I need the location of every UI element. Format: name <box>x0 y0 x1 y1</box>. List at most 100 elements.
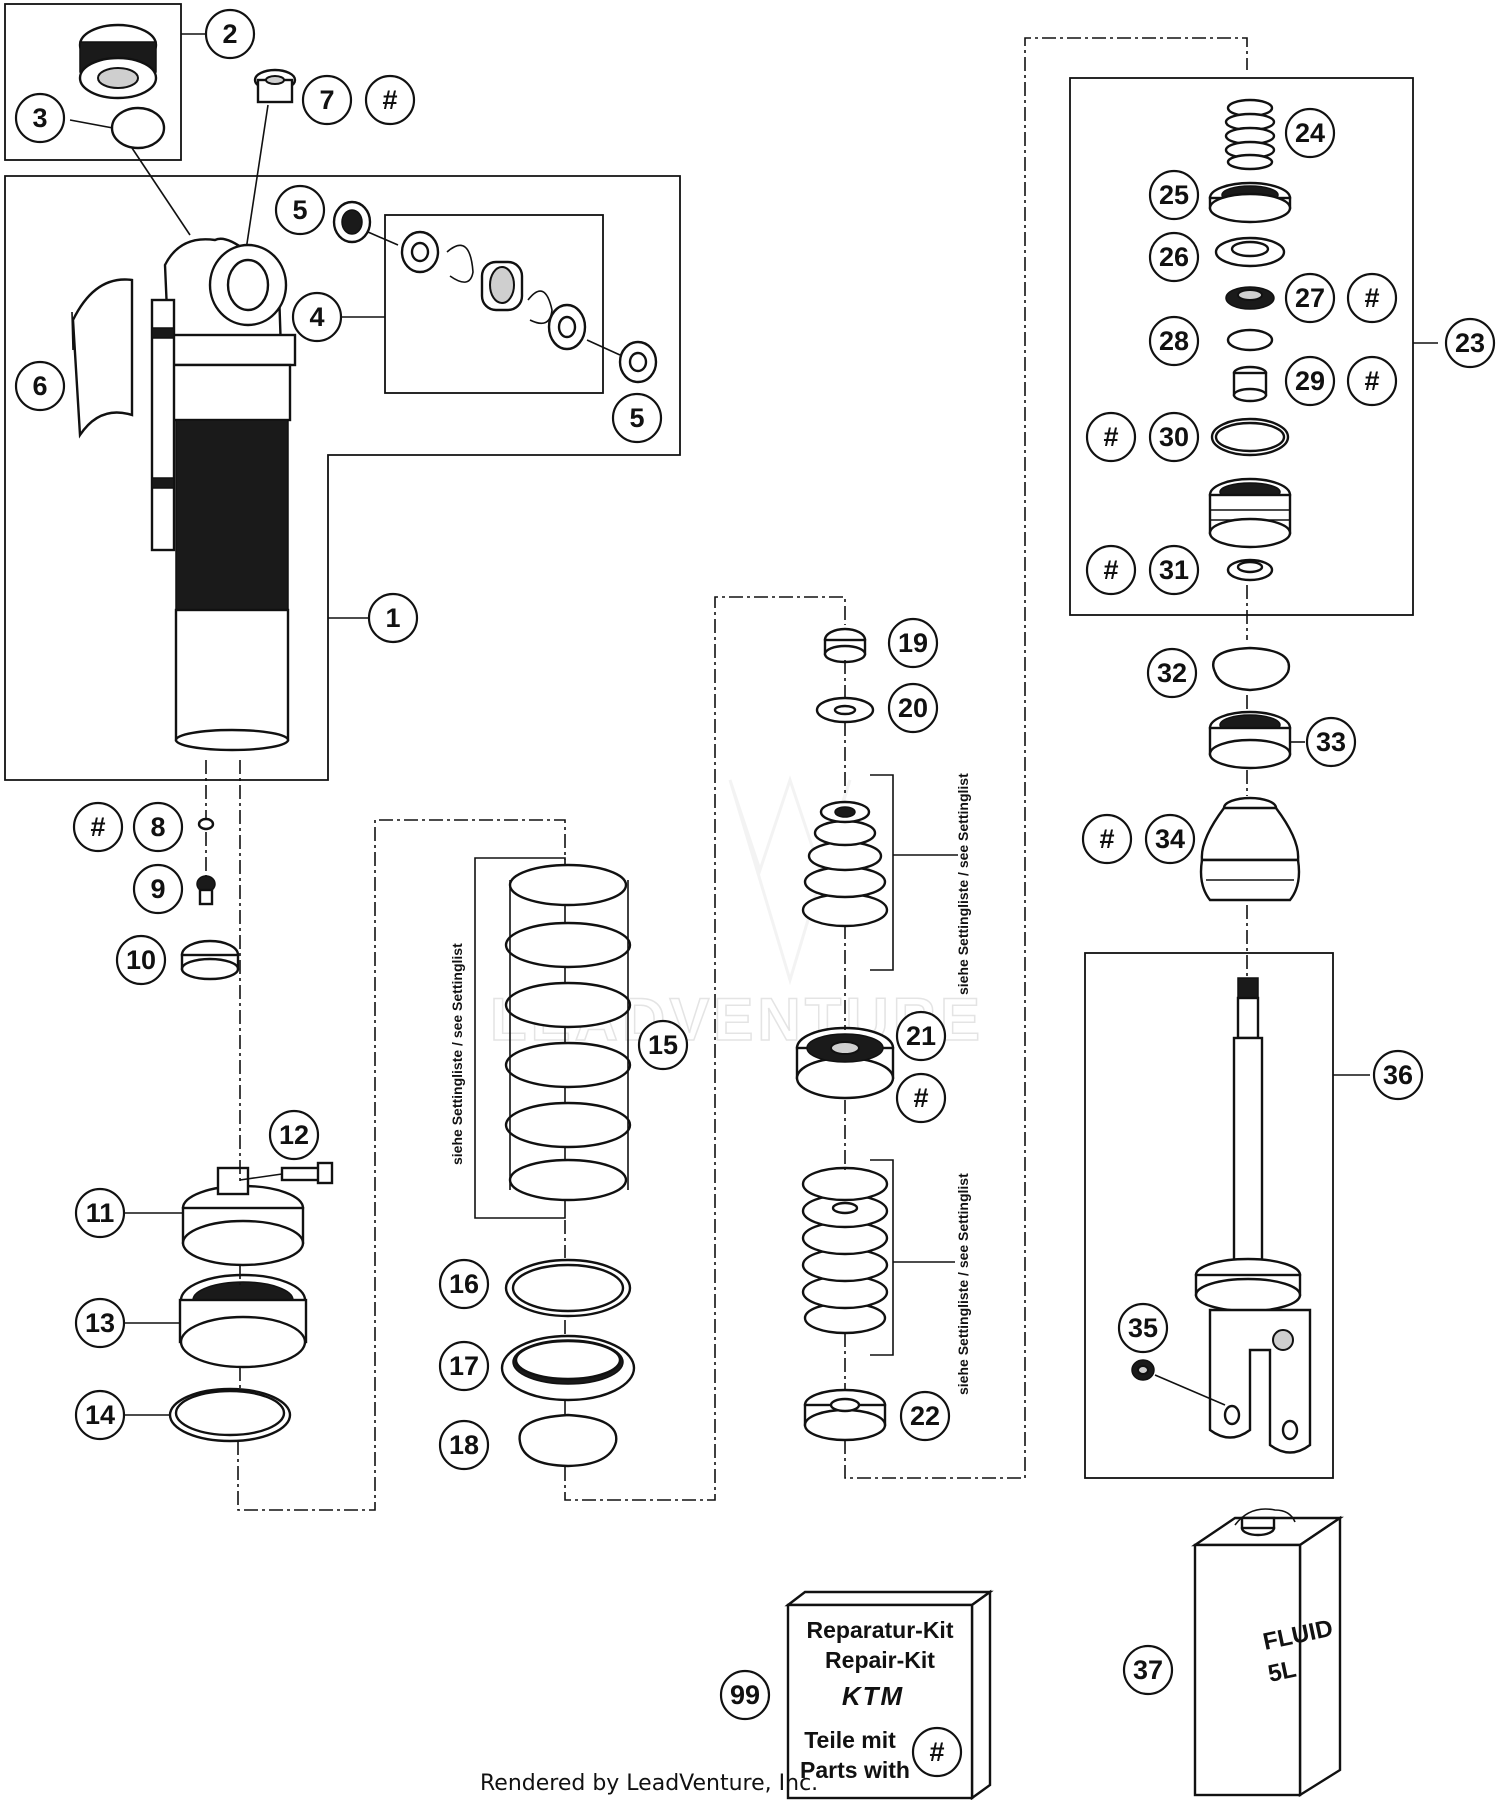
svg-text:23: 23 <box>1455 328 1485 358</box>
svg-text:26: 26 <box>1159 242 1189 272</box>
bearing-set-4 <box>400 230 587 351</box>
svg-text:18: 18 <box>449 1430 479 1460</box>
callout-2: 2 <box>204 8 256 60</box>
svg-text:14: 14 <box>85 1400 115 1430</box>
callout-4: 4 <box>291 291 343 343</box>
svg-text:20: 20 <box>898 693 928 723</box>
bushing-5-bottom <box>618 340 658 384</box>
hash-mark-34: # <box>1081 813 1133 865</box>
circlip-32 <box>1212 646 1291 692</box>
bushing-35 <box>1131 1359 1155 1381</box>
svg-text:13: 13 <box>85 1308 115 1338</box>
callout-18: 18 <box>438 1419 490 1471</box>
repair-kit-line4: Parts with <box>800 1757 910 1783</box>
svg-text:#: # <box>1364 366 1379 396</box>
shim-stack-top <box>801 800 889 928</box>
callout-35: 35 <box>1117 1302 1169 1354</box>
svg-text:27: 27 <box>1295 283 1325 313</box>
circlip-18 <box>518 1413 618 1468</box>
callout-3: 3 <box>14 92 66 144</box>
hash-mark-7: # <box>364 74 416 126</box>
box-part-23 <box>1069 77 1414 616</box>
repair-kit-line2: Repair-Kit <box>825 1647 935 1673</box>
svg-text:17: 17 <box>449 1351 479 1381</box>
svg-text:25: 25 <box>1159 180 1189 210</box>
o-ring-3 <box>110 106 166 150</box>
sleeve-6 <box>71 278 134 439</box>
svg-text:#: # <box>1364 283 1379 313</box>
callout-1: 1 <box>367 592 419 644</box>
o-ring-8 <box>197 817 215 831</box>
callout-15: 15 <box>637 1019 689 1071</box>
svg-text:36: 36 <box>1383 1060 1413 1090</box>
fluid-label-2: 5L <box>1266 1656 1299 1688</box>
callout-5-top: 5 <box>274 184 326 236</box>
hash-mark-repair-kit: # <box>911 1726 963 1778</box>
callout-19: 19 <box>887 617 939 669</box>
box-part-4 <box>384 214 604 394</box>
adjuster-ring-13 <box>178 1273 308 1369</box>
svg-text:#: # <box>929 1737 944 1767</box>
washer-26 <box>1214 236 1286 268</box>
callout-34: 34 <box>1144 813 1196 865</box>
valve-9 <box>196 875 216 906</box>
svg-text:#: # <box>382 85 397 115</box>
callout-29: 29 <box>1284 355 1336 407</box>
callout-23: 23 <box>1444 317 1496 369</box>
seal-27 <box>1225 286 1275 310</box>
box-part-2-3 <box>4 3 182 161</box>
callout-37: 37 <box>1122 1644 1174 1696</box>
callout-13: 13 <box>74 1297 126 1349</box>
svg-text:#: # <box>90 812 105 842</box>
setting-list-label-spring: siehe Settingliste / see Settinglist <box>449 943 465 1165</box>
svg-text:#: # <box>1103 422 1118 452</box>
box-part-1 <box>4 175 681 781</box>
hash-mark-30: # <box>1085 411 1137 463</box>
svg-text:28: 28 <box>1159 326 1189 356</box>
spring-seat-17 <box>500 1334 636 1402</box>
svg-text:#: # <box>913 1083 928 1113</box>
svg-text:2: 2 <box>222 19 237 49</box>
svg-text:6: 6 <box>32 371 47 401</box>
spring-15 <box>474 857 632 1219</box>
repair-kit-line3: Teile mit <box>804 1727 896 1753</box>
clamp-ring-11 <box>181 1166 305 1267</box>
svg-text:#: # <box>1099 824 1114 854</box>
callout-12: 12 <box>268 1109 320 1161</box>
hash-mark-31: # <box>1085 544 1137 596</box>
svg-text:99: 99 <box>730 1680 760 1710</box>
retainer-33 <box>1208 710 1292 770</box>
bushing-5-top <box>332 200 372 244</box>
svg-text:31: 31 <box>1159 555 1189 585</box>
callout-25: 25 <box>1148 169 1200 221</box>
cap-10 <box>180 939 240 981</box>
svg-text:5: 5 <box>629 403 644 433</box>
adjuster-knob <box>78 23 158 100</box>
svg-text:32: 32 <box>1157 658 1187 688</box>
callout-36: 36 <box>1372 1049 1424 1101</box>
washer-20 <box>815 696 875 724</box>
setting-list-label-top: siehe Settingliste / see Settinglist <box>955 773 971 995</box>
screw-7 <box>253 68 297 104</box>
svg-text:7: 7 <box>319 85 334 115</box>
svg-text:4: 4 <box>309 302 324 332</box>
callout-27: 27 <box>1284 272 1336 324</box>
cup-25 <box>1208 181 1292 224</box>
callout-31: 31 <box>1148 544 1200 596</box>
callout-20: 20 <box>887 682 939 734</box>
svg-text:9: 9 <box>150 874 165 904</box>
callout-6: 6 <box>14 360 66 412</box>
svg-text:1: 1 <box>385 603 400 633</box>
svg-text:29: 29 <box>1295 366 1325 396</box>
svg-text:35: 35 <box>1128 1313 1158 1343</box>
svg-text:19: 19 <box>898 628 928 658</box>
seal-head <box>1208 477 1292 549</box>
setting-list-label-bottom: siehe Settingliste / see Settinglist <box>955 1173 971 1395</box>
svg-text:21: 21 <box>906 1021 936 1051</box>
callout-17: 17 <box>438 1340 490 1392</box>
callout-26: 26 <box>1148 231 1200 283</box>
callout-10: 10 <box>115 934 167 986</box>
callout-99: 99 <box>719 1669 771 1721</box>
callout-16: 16 <box>438 1258 490 1310</box>
